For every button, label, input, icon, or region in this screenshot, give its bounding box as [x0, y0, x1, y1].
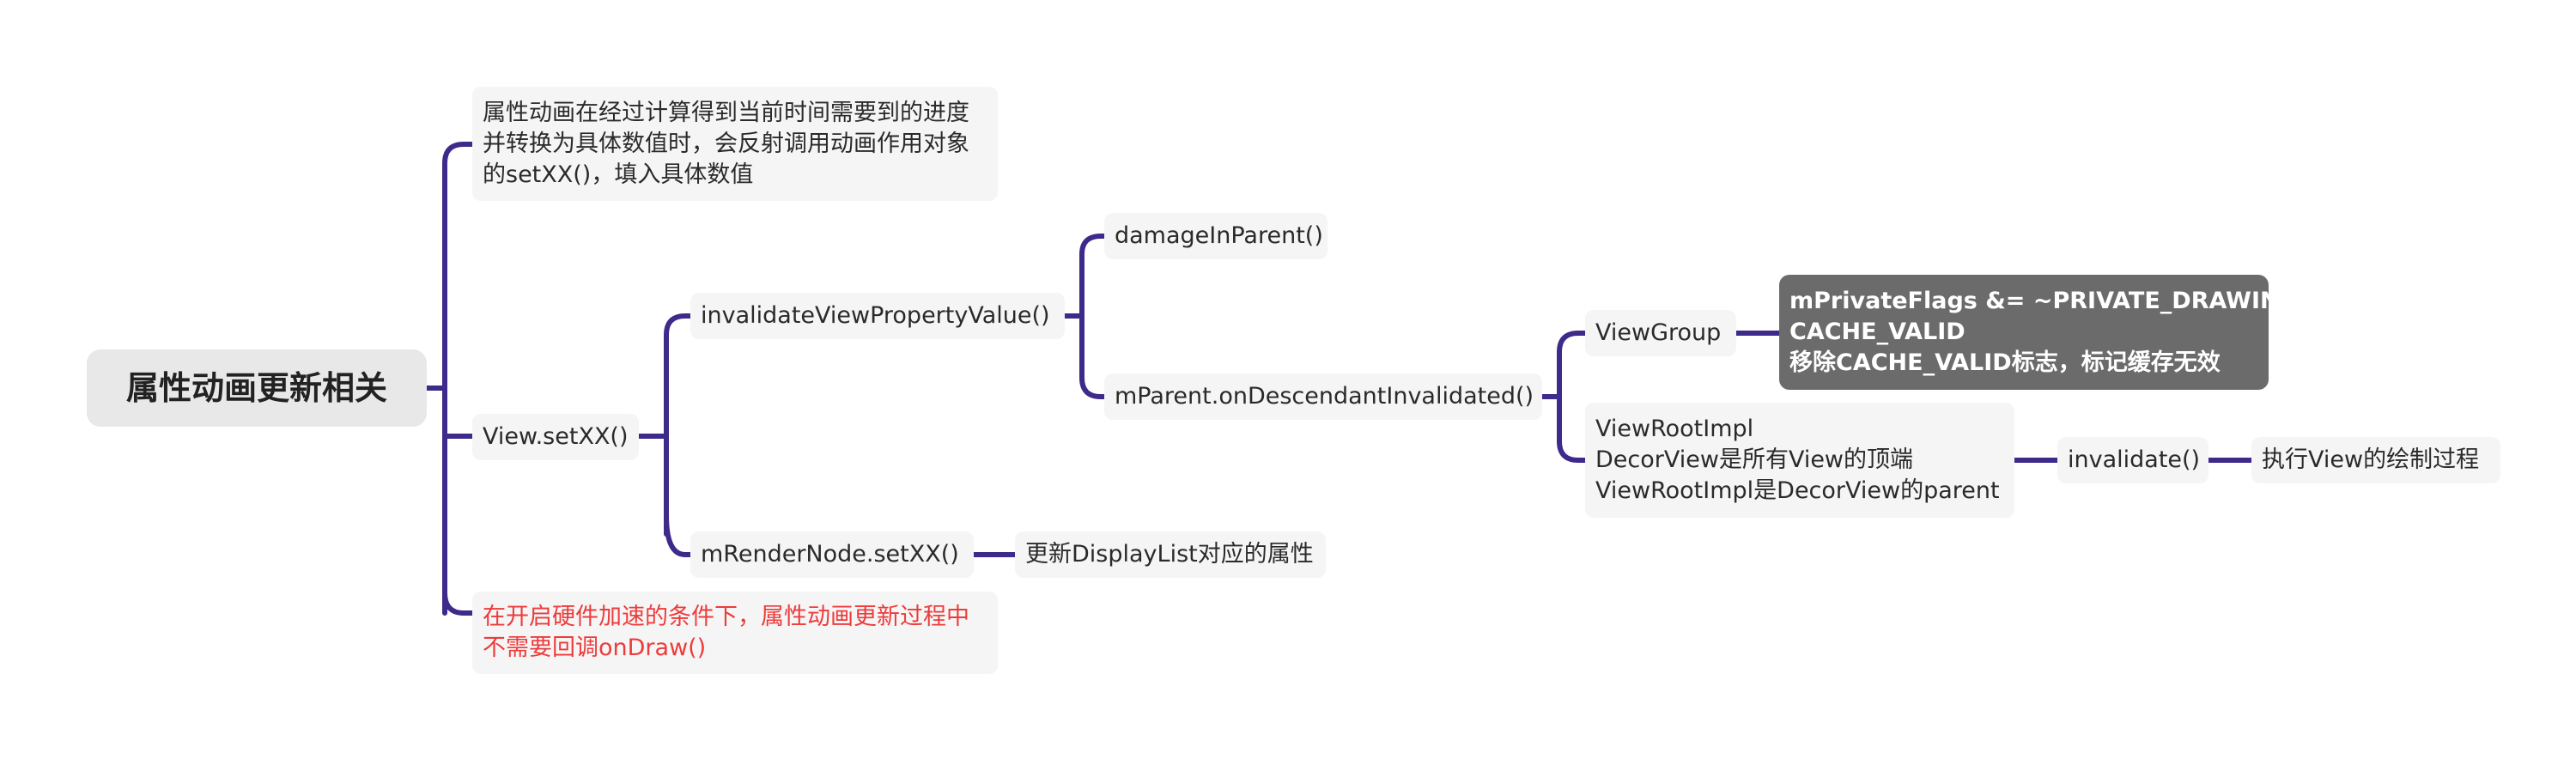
link-ivpv-bracket	[1062, 234, 1107, 399]
viewgroup-label: ViewGroup	[1595, 319, 1722, 346]
root-topic[interactable]: 属性动画更新相关	[87, 349, 427, 427]
note-hw-line-1: 在开启硬件加速的条件下，属性动画更新过程中	[483, 604, 969, 630]
invalidate-vpv-label: invalidateViewPropertyValue()	[701, 302, 1050, 329]
node-viewgroup[interactable]: ViewGroup	[1585, 310, 1736, 356]
viewrootimpl-line-1: ViewRootImpl	[1595, 416, 1754, 442]
note-hw-line-2: 不需要回调onDraw()	[483, 635, 707, 661]
node-invalidate[interactable]: invalidate()	[2057, 437, 2208, 483]
link-setxx-bracket	[636, 313, 693, 557]
viewrootimpl-line-3: ViewRootImpl是DecorView的parent	[1595, 477, 2000, 504]
node-update-displaylist[interactable]: 更新DisplayList对应的属性	[1015, 531, 1326, 578]
update-displaylist-label: 更新DisplayList对应的属性	[1025, 541, 1314, 568]
node-on-descendant-invalidated[interactable]: mParent.onDescendantInvalidated()	[1104, 373, 1542, 420]
node-view-setxx[interactable]: View.setXX()	[472, 414, 639, 460]
private-flags-line-2: CACHE_VALID	[1789, 319, 1965, 345]
root-topic-label: 属性动画更新相关	[125, 369, 387, 407]
node-draw-process[interactable]: 执行View的绘制过程	[2251, 437, 2500, 483]
note-progress-line-2: 并转换为具体数值时，会反射调用动画作用对象	[483, 130, 969, 157]
private-flags-line-3: 移除CACHE_VALID标志，标记缓存无效	[1789, 349, 2221, 376]
node-private-flags[interactable]: mPrivateFlags &= ~PRIVATE_DRAWING_ CACHE…	[1779, 275, 2311, 390]
link-root-bracket	[424, 142, 475, 616]
node-note-hardware-accel[interactable]: 在开启硬件加速的条件下，属性动画更新过程中 不需要回调onDraw()	[472, 592, 998, 674]
node-invalidate-view-property-value[interactable]: invalidateViewPropertyValue()	[690, 293, 1065, 339]
view-setxx-label: View.setXX()	[483, 423, 629, 450]
node-damage-in-parent[interactable]: damageInParent()	[1104, 213, 1327, 259]
damage-in-parent-label: damageInParent()	[1115, 222, 1323, 249]
note-progress-line-1: 属性动画在经过计算得到当前时间需要到的进度	[483, 99, 969, 126]
viewrootimpl-line-2: DecorView是所有View的顶端	[1595, 446, 1914, 473]
invalidate-label: invalidate()	[2068, 446, 2201, 473]
on-descendant-label: mParent.onDescendantInvalidated()	[1115, 383, 1534, 410]
node-render-node-setxx[interactable]: mRenderNode.setXX()	[690, 531, 974, 578]
link-ondescendant-bracket	[1540, 331, 1588, 463]
node-note-progress[interactable]: 属性动画在经过计算得到当前时间需要到的进度 并转换为具体数值时，会反射调用动画作…	[472, 87, 998, 201]
node-viewrootimpl[interactable]: ViewRootImpl DecorView是所有View的顶端 ViewRoo…	[1585, 403, 2014, 518]
render-setxx-label: mRenderNode.setXX()	[701, 541, 959, 568]
draw-process-label: 执行View的绘制过程	[2262, 446, 2480, 473]
private-flags-line-1: mPrivateFlags &= ~PRIVATE_DRAWING_	[1789, 288, 2311, 314]
note-progress-line-3: 的setXX()，填入具体数值	[483, 161, 754, 188]
